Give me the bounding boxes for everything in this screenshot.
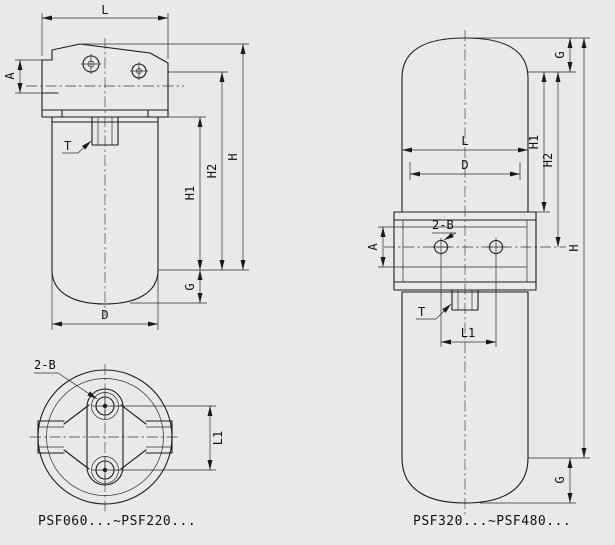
dim-label-D: D [101, 308, 108, 322]
caption-left-model-range: PSF060...~PSF220... [38, 514, 196, 529]
port-outline [451, 289, 479, 311]
top-bowl-outline [401, 37, 529, 213]
dim-label-T: T [64, 139, 71, 153]
dim-label-H2: H2 [205, 164, 219, 178]
bottom-bowl-outline [401, 291, 529, 504]
dim-label-H1: H1 [527, 135, 541, 149]
bowl-inner-circle [46, 378, 164, 496]
dim-label-H1: H1 [183, 186, 197, 200]
dim-label-G-bottom: G [553, 476, 567, 483]
head-casting-outline [86, 388, 124, 486]
bolt-count-label: 2-B [432, 218, 454, 232]
bowl-bottom-dome [51, 269, 159, 305]
bolt-count-label: 2-B [34, 358, 56, 372]
dim-label-G-top: G [553, 51, 567, 58]
dim-label-L1: L1 [211, 431, 225, 445]
dim-label-H: H [567, 244, 581, 251]
filter-head-outline [41, 43, 169, 118]
dim-label-H2: H2 [541, 153, 555, 167]
left-front-view: L A T H1 G H2 H D [3, 3, 249, 330]
dim-label-G: G [183, 283, 197, 290]
dim-label-D: D [461, 158, 468, 172]
filter-head-outline [393, 211, 537, 291]
dim-label-H: H [226, 153, 240, 160]
port-outline [91, 116, 119, 146]
left-top-view: 2-B L1 [30, 358, 225, 512]
right-side-view: L D 2-B A T [366, 30, 590, 516]
dim-label-T: T [418, 305, 425, 319]
port-tab-right [145, 420, 173, 454]
dim-label-A: A [366, 243, 380, 251]
caption-right-model-range: PSF320...~PSF480... [413, 514, 571, 529]
dim-label-L1: L1 [461, 326, 475, 340]
port-tab-left [37, 420, 65, 454]
dim-label-L: L [461, 134, 468, 148]
dim-label-L: L [101, 3, 108, 17]
dim-label-A: A [3, 72, 17, 80]
